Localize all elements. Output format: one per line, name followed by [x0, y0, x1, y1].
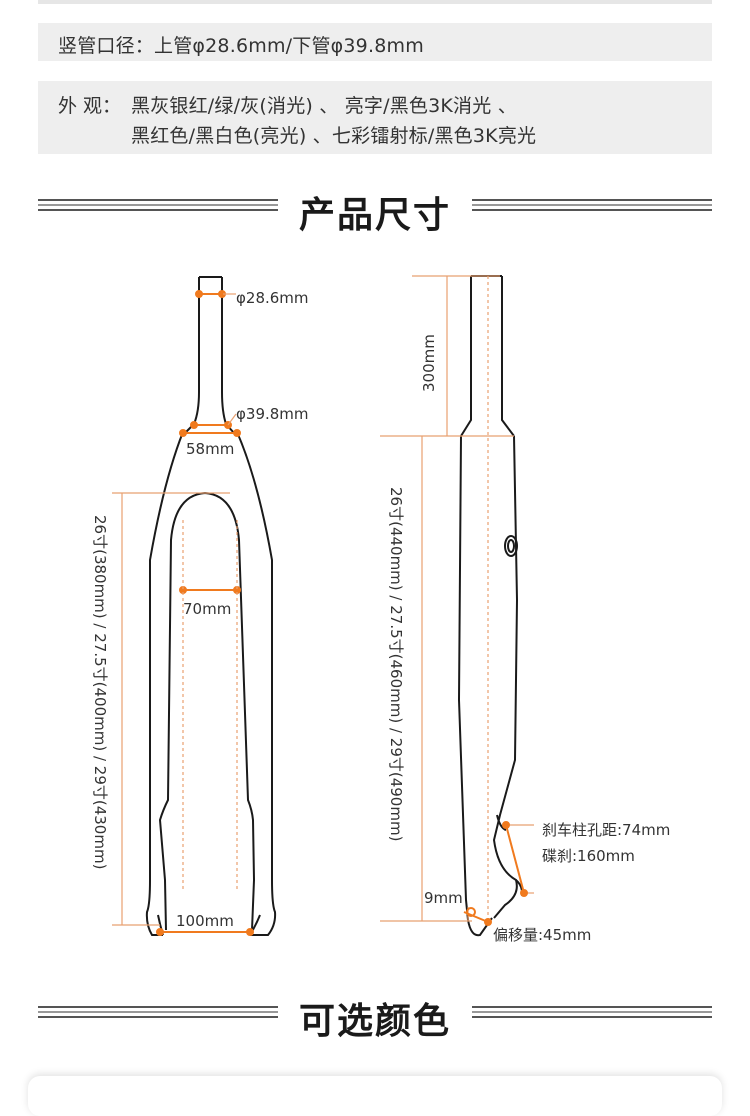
spec-appearance-line1: 黑灰银红/绿/灰(消光) 、 亮字/黑色3K消光 、 — [131, 95, 517, 117]
label-front-height: 26寸(380mm) / 27.5寸(400mm) / 29寸(430mm) — [91, 515, 109, 869]
label-side-height: 26寸(440mm) / 27.5寸(460mm) / 29寸(490mm) — [387, 487, 405, 841]
title-bars-right — [472, 199, 712, 215]
title-bars-left-2 — [38, 1006, 278, 1022]
section-title-colors: 可选颜色 — [298, 1001, 451, 1042]
spec-diameter-row: 竖管口径：上管φ28.6mm/下管φ39.8mm — [38, 23, 712, 61]
label-brake-mount: 刹车柱孔距:74mm — [542, 821, 670, 839]
dropout-marker — [466, 907, 476, 917]
color-options-card — [28, 1076, 722, 1116]
brake-mount-line — [505, 824, 525, 894]
spec-diameter-text: 竖管口径：上管φ28.6mm/下管φ39.8mm — [58, 35, 424, 57]
label-steerer-length: 300mm — [420, 334, 438, 392]
label-rotor: 碟刹:160mm — [542, 847, 635, 865]
label-dropout: 9mm — [424, 889, 463, 907]
front-view-guides — [112, 293, 238, 926]
label-crown-width: 58mm — [186, 440, 234, 458]
fork-dimension-diagram: φ28.6mm φ39.8mm 58mm 70mm 100mm 26寸(380m… — [91, 275, 670, 944]
label-axle-width: 100mm — [176, 912, 234, 930]
title-bars-right-2 — [472, 1006, 712, 1022]
side-view-fork — [457, 275, 524, 937]
side-view-guides — [380, 275, 534, 922]
label-offset: 偏移量:45mm — [493, 926, 591, 944]
section-title-dimensions: 产品尺寸 — [298, 195, 451, 236]
side-view-dimensions — [463, 821, 528, 926]
spec-appearance-label: 外 观： — [58, 95, 122, 117]
top-divider — [38, 0, 712, 4]
spec-appearance-row: 外 观： 黑灰银红/绿/灰(消光) 、 亮字/黑色3K消光 、 黑红色/黑白色(… — [38, 81, 712, 154]
title-bars-left — [38, 199, 278, 215]
label-top-diameter: φ28.6mm — [236, 289, 309, 307]
label-inner-width: 70mm — [183, 600, 231, 618]
spec-appearance-line2: 黑红色/黑白色(亮光) 、七彩镭射标/黑色3K亮光 — [131, 125, 537, 147]
label-bottom-diameter: φ39.8mm — [236, 405, 309, 423]
